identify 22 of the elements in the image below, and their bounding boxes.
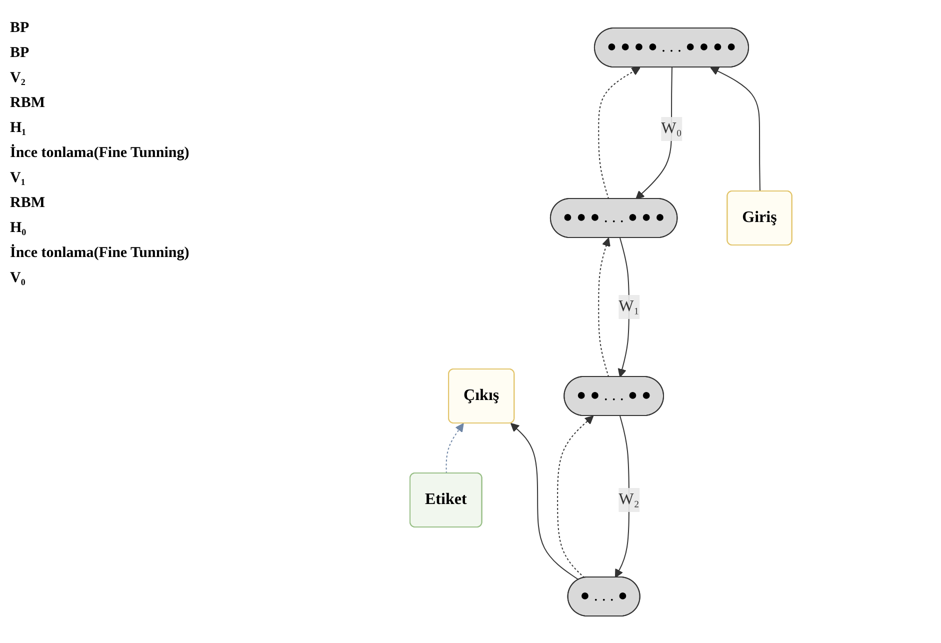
arrow — [710, 66, 760, 192]
layer-label: RBM — [10, 95, 46, 112]
arrow — [635, 66, 672, 199]
arrow — [598, 66, 640, 199]
layer-label: İnce tonlama(Fine Tunning) — [10, 245, 190, 262]
edge-label: W₀ — [660, 119, 682, 136]
arrow — [510, 422, 579, 580]
layer-label: H₁ — [10, 120, 28, 137]
edge-label: W₂ — [618, 490, 639, 508]
edge-label: W₁ — [618, 297, 639, 314]
layer-label: V₁ — [10, 170, 26, 187]
layer-label: BP — [10, 45, 30, 62]
layer-label: V₀ — [10, 270, 26, 287]
arrow — [614, 415, 630, 578]
layer-label: İnce tonlama(Fine Tunning) — [10, 145, 190, 162]
arrow — [617, 237, 630, 377]
layer-label: BP — [10, 20, 30, 37]
layer-label: H₀ — [10, 220, 28, 237]
layer-label: V₂ — [10, 70, 26, 87]
arrow — [556, 415, 594, 578]
layer-label: RBM — [10, 195, 46, 212]
arrow — [598, 237, 610, 377]
